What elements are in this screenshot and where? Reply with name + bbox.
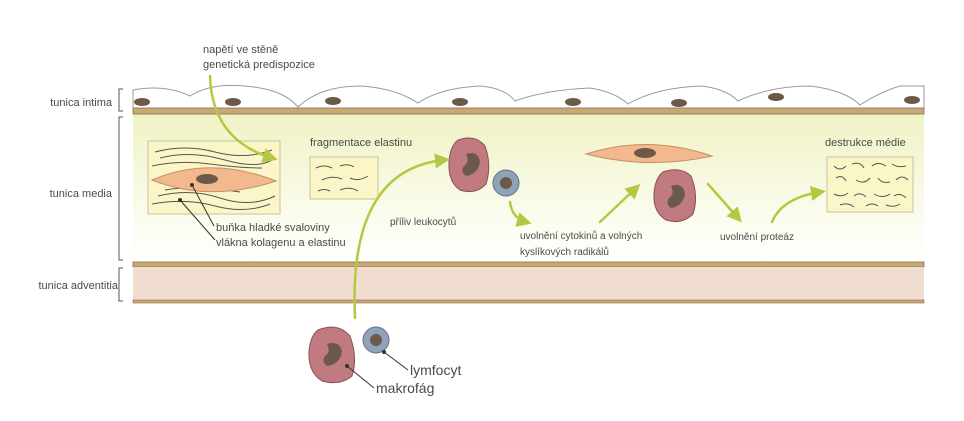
fiber-fragment <box>865 203 879 207</box>
fiber-fragment <box>339 187 359 192</box>
layer-labels: tunica intima tunica media tunica advent… <box>39 88 123 302</box>
healthy-media-box <box>147 140 281 215</box>
label-elastin-fragmentation: fragmentace elastinu <box>310 137 412 149</box>
arrow-cytokines-to-cell <box>598 183 641 224</box>
fiber-fragment <box>891 163 907 168</box>
fiber-fragment <box>835 176 847 182</box>
label-protease-release: uvolnění proteáz <box>720 232 794 243</box>
label-tunica-media: tunica media <box>50 188 113 200</box>
fiber-fragment <box>873 193 891 197</box>
endothelial-nucleus <box>768 93 784 101</box>
label-genetic-predisposition: genetická predispozice <box>203 59 315 71</box>
pointer-line-macrophage <box>346 365 375 389</box>
bracket-adventitia <box>118 267 123 302</box>
label-macrophage: makrofág <box>376 380 434 396</box>
macrophage-nucleus <box>323 343 342 366</box>
arrow-to-destruction <box>770 185 826 224</box>
macrophage-nucleus <box>462 153 480 176</box>
label-tunica-adventitia: tunica adventitia <box>39 280 119 292</box>
label-cytokine-release-1: uvolnění cytokinů a volných <box>520 230 642 242</box>
endothelial-nucleus <box>671 99 687 107</box>
label-collagen-elastin-fibers: vlákna kolagenu a elastinu <box>216 237 346 249</box>
internal-elastic-membrane <box>132 107 925 115</box>
tunica-adventitia-region <box>133 267 924 301</box>
lymphocyte-nucleus <box>500 177 512 189</box>
pointer-line-fiber <box>179 199 216 241</box>
lymphocyte-outside <box>362 326 390 354</box>
label-tunica-intima: tunica intima <box>50 97 113 109</box>
fiber <box>151 200 271 210</box>
label-wall-stress: napětí ve stěně <box>203 44 278 56</box>
macrophage-outside <box>308 326 356 384</box>
endothelial-cell-line <box>132 84 925 108</box>
endothelial-nucleus <box>452 98 468 106</box>
arrow-leukocyte-influx <box>353 153 450 320</box>
endothelial-nucleus <box>225 98 241 106</box>
fiber-fragment <box>895 176 909 181</box>
fiber-fragment <box>851 162 865 169</box>
macrophage-nucleus <box>667 185 685 208</box>
pointer-line-cell <box>191 184 215 227</box>
macrophage-media <box>448 137 490 192</box>
fiber-fragment <box>871 163 887 167</box>
fiber-fragment <box>315 165 333 169</box>
smooth-muscle-nucleus <box>196 174 218 184</box>
fragmented-elastin-box <box>309 156 379 200</box>
fiber-fragment <box>877 177 891 183</box>
endothelial-nucleus <box>325 97 341 105</box>
destroyed-media-box <box>826 156 914 213</box>
fiber-fragment <box>833 192 849 197</box>
adventitia-bottom-line <box>132 299 925 304</box>
endothelial-nucleus <box>565 98 581 106</box>
fiber <box>159 153 276 165</box>
endothelial-nucleus <box>134 98 150 106</box>
label-cytokine-release-2: kyslíkových radikálů <box>520 246 609 258</box>
fiber-fragment <box>339 164 355 168</box>
fiber-fragment <box>833 165 847 170</box>
fiber-fragment <box>839 203 855 208</box>
arrow-to-proteases <box>706 182 742 223</box>
fiber-fragment <box>321 176 343 181</box>
lymphocyte-media <box>492 169 520 197</box>
label-leukocyte-influx: příliv leukocytů <box>390 216 456 228</box>
fiber <box>157 192 276 203</box>
fiber <box>154 147 273 156</box>
fiber <box>151 161 263 169</box>
lymphocyte-nucleus <box>370 334 382 346</box>
process-arrows <box>208 74 826 320</box>
smooth-muscle-nucleus <box>634 148 656 158</box>
label-smooth-muscle-cell: buňka hladké svaloviny <box>216 222 330 234</box>
fragmented-elastin-frame <box>309 156 379 200</box>
macrophage-protease <box>653 169 697 222</box>
bracket-media <box>118 116 123 261</box>
pointer-line-lymphocyte <box>383 351 409 371</box>
arrow-to-cytokines <box>508 200 532 227</box>
label-media-destruction: destrukce médie <box>825 137 906 149</box>
arrow-stress-to-media <box>208 74 278 163</box>
fiber-fragment <box>317 189 331 192</box>
smooth-muscle-cell-activated <box>584 144 714 163</box>
fiber-fragment <box>885 203 901 207</box>
endothelium <box>132 84 925 108</box>
label-lymphocyte: lymfocyt <box>410 362 461 378</box>
external-elastic-membrane <box>132 261 925 268</box>
fiber-fragment <box>893 193 907 199</box>
fiber-fragment <box>853 193 867 198</box>
bracket-intima <box>118 88 123 112</box>
fiber-fragment <box>855 177 871 183</box>
endothelial-nucleus <box>904 96 920 104</box>
fiber-fragment <box>349 175 369 181</box>
